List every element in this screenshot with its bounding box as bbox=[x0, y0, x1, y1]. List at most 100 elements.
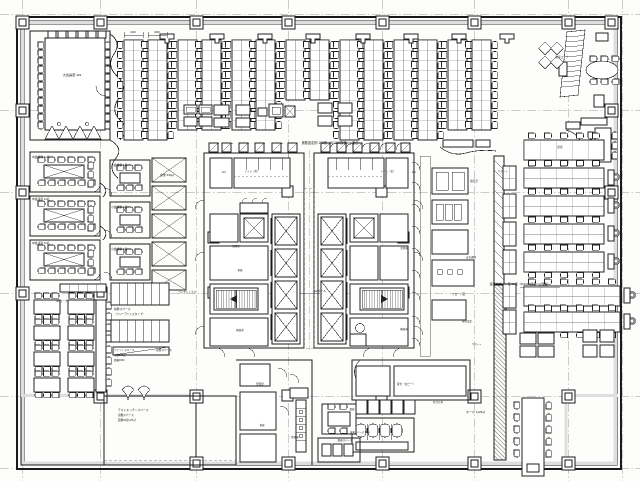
plan-annotation: 小会議室 6名 bbox=[111, 205, 128, 209]
desk-chair bbox=[592, 244, 600, 251]
desk-chair bbox=[225, 61, 232, 69]
plan-annotation: 面積1800 bbox=[114, 358, 125, 362]
desk-chair bbox=[411, 131, 418, 139]
meeting-chair bbox=[125, 226, 134, 233]
meeting-chair bbox=[87, 249, 94, 258]
meeting-chair bbox=[57, 267, 66, 274]
table-fold bbox=[63, 208, 85, 223]
desk-chair bbox=[249, 81, 256, 89]
pedestal-unit bbox=[209, 33, 225, 44]
door-swing bbox=[91, 183, 101, 193]
meeting-room-medium bbox=[29, 239, 101, 281]
desk-chair bbox=[171, 51, 178, 59]
plan-annotation: 面積54席×25㎡ bbox=[118, 418, 136, 422]
desk-chair bbox=[465, 71, 472, 79]
desk-chair bbox=[117, 81, 124, 89]
desk-chair bbox=[411, 101, 418, 109]
desk-chair bbox=[249, 121, 256, 129]
dining-table bbox=[67, 351, 95, 367]
desk-chair bbox=[357, 101, 364, 109]
door-swing bbox=[91, 227, 101, 237]
boardroom-chair bbox=[37, 41, 44, 50]
boardroom-chair bbox=[37, 81, 44, 90]
desk-chair bbox=[491, 61, 498, 69]
desk-chair bbox=[225, 51, 232, 59]
meeting-chair bbox=[47, 267, 56, 274]
meeting-chair bbox=[47, 179, 56, 186]
boardroom-chair bbox=[37, 97, 44, 106]
plan-annotation: 40コーナ bbox=[56, 298, 68, 303]
desk-row bbox=[523, 139, 605, 161]
zone-west-meeting-rooms bbox=[29, 151, 101, 281]
meeting-chair bbox=[77, 200, 86, 207]
desk-chair bbox=[411, 51, 418, 59]
desk-chair bbox=[249, 41, 256, 49]
desk-chair bbox=[608, 278, 616, 285]
plan-annotation: フロート図 bbox=[452, 292, 465, 296]
meeting-chair bbox=[67, 156, 76, 163]
dining-chair bbox=[68, 392, 77, 399]
desk-chair bbox=[560, 244, 568, 251]
desk-chair bbox=[560, 304, 568, 311]
desk-chair bbox=[576, 132, 584, 139]
desk-chair bbox=[441, 81, 448, 89]
desk-chair bbox=[357, 61, 364, 69]
desk-chair bbox=[387, 71, 394, 79]
desk-chair bbox=[303, 61, 310, 69]
meeting-chair bbox=[87, 200, 96, 207]
meeting-chair bbox=[57, 200, 66, 207]
door-swing bbox=[91, 271, 101, 281]
counter-stool bbox=[105, 356, 112, 365]
desk-chair bbox=[279, 51, 286, 59]
meeting-chair bbox=[116, 184, 125, 191]
desk-chair bbox=[279, 91, 286, 99]
desk-chair bbox=[387, 41, 394, 49]
dining-chair bbox=[85, 292, 94, 299]
desk-chair bbox=[592, 278, 600, 285]
meeting-chair bbox=[37, 223, 46, 230]
desk-chair bbox=[357, 71, 364, 79]
plan-annotation: 階段室 bbox=[236, 328, 244, 332]
desk-chair bbox=[195, 91, 202, 99]
desk-chair bbox=[141, 51, 148, 59]
dining-chair bbox=[85, 318, 94, 325]
desk-chair bbox=[279, 61, 286, 69]
plan-annotation: 電気室 bbox=[470, 179, 478, 183]
boardroom-chair bbox=[47, 30, 57, 39]
zone-test-kitchen bbox=[103, 385, 237, 466]
meeting-chair bbox=[57, 156, 66, 163]
desk-chair bbox=[141, 41, 148, 49]
elevator-bank-right bbox=[317, 213, 348, 345]
desk-chair bbox=[117, 121, 124, 129]
meeting-table bbox=[119, 172, 141, 184]
plan-annotation: 1800 bbox=[154, 31, 160, 34]
desk-chair bbox=[195, 51, 202, 59]
desk-chair bbox=[141, 101, 148, 109]
boardroom-chair bbox=[37, 73, 44, 82]
meeting-chair bbox=[134, 226, 143, 233]
meeting-chair bbox=[37, 200, 46, 207]
pedestal-unit bbox=[305, 33, 321, 44]
east-misc-furniture bbox=[519, 329, 615, 358]
pedestal-unit bbox=[499, 33, 515, 44]
door-swing bbox=[103, 271, 113, 281]
leader-lines bbox=[287, 146, 560, 294]
desk-chair bbox=[303, 41, 310, 49]
desk-chair bbox=[357, 91, 364, 99]
desk-chair bbox=[576, 216, 584, 223]
dining-table bbox=[33, 351, 61, 367]
desk-chair bbox=[279, 71, 286, 79]
core-right bbox=[313, 142, 424, 358]
desk-chair bbox=[167, 131, 174, 139]
dining-chair bbox=[85, 344, 94, 351]
desk-chair bbox=[576, 160, 584, 167]
boardroom-chair bbox=[37, 57, 44, 66]
plan-annotation: 座席コーナ bbox=[555, 55, 569, 59]
manager-desk bbox=[607, 197, 615, 214]
zone-south-service bbox=[236, 359, 471, 465]
meeting-chair bbox=[77, 244, 86, 251]
plan-annotation: 打合せ室 bbox=[433, 400, 444, 404]
desk-chair bbox=[441, 51, 448, 59]
meeting-chair bbox=[57, 179, 66, 186]
